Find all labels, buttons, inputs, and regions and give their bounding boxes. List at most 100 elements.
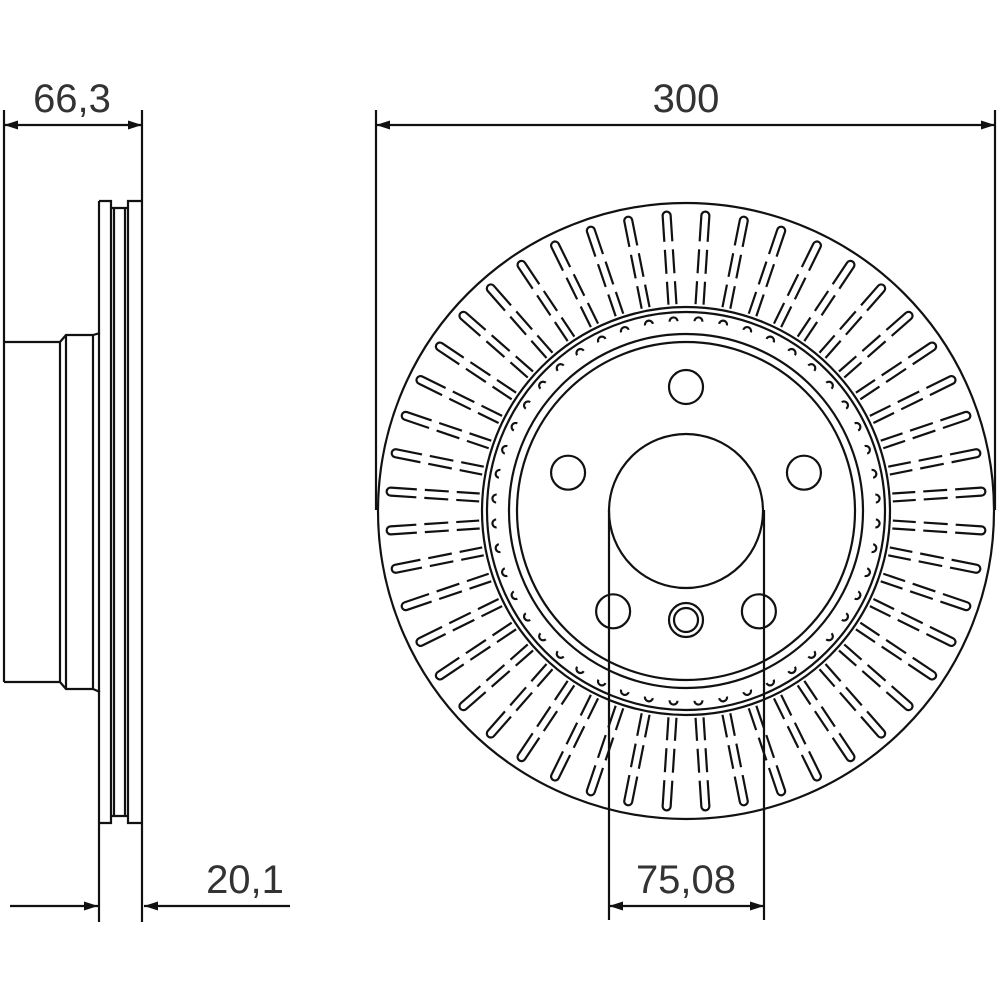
rim-notch — [494, 543, 501, 554]
bolt-hole — [740, 593, 777, 630]
front-view — [376, 201, 996, 821]
vent-slot — [888, 448, 982, 476]
rim-notch — [596, 679, 607, 687]
vent-slot — [818, 663, 887, 739]
disc-outer-edge — [376, 201, 996, 821]
rim-notch — [538, 380, 547, 390]
rim-notch — [501, 567, 508, 578]
hub-hat-profile — [4, 331, 101, 694]
hub-outer-ring — [507, 332, 865, 690]
rim-notch — [864, 567, 871, 578]
vent-slot — [869, 597, 957, 647]
vent-slot — [585, 705, 625, 797]
vent-slot — [385, 519, 480, 536]
vent-slot — [400, 410, 492, 450]
dim-label-bore: 75,08 — [636, 858, 736, 902]
vent-slot — [485, 663, 554, 739]
vent-slot — [415, 375, 503, 425]
rim-notch — [841, 612, 849, 622]
vent-slot — [888, 546, 982, 574]
rim-notch — [643, 696, 654, 703]
rim-notch — [523, 400, 531, 410]
vent-slot — [661, 210, 678, 305]
rim-notch — [787, 666, 797, 674]
rim-notch — [510, 421, 518, 432]
rim-notch — [787, 347, 797, 356]
rim-notch — [742, 689, 753, 696]
vent-slot — [434, 341, 517, 401]
rim-notch — [555, 363, 565, 372]
rim-notch — [807, 363, 817, 372]
rim-notch — [619, 689, 630, 696]
dim-label-thickness: 20,1 — [206, 858, 284, 902]
rim-notches — [491, 316, 881, 706]
vent-slot — [721, 215, 749, 309]
rim-notch — [491, 518, 497, 529]
bolt-hole — [667, 368, 705, 406]
rim-notch — [523, 612, 531, 622]
locating-hole-inner — [672, 606, 700, 634]
vent-slot — [434, 621, 517, 681]
vent-slot — [550, 240, 600, 328]
rim-notch — [807, 650, 817, 659]
rim-notch — [765, 679, 776, 687]
bolt-hole — [785, 454, 823, 491]
vent-slot — [818, 283, 887, 359]
vent-slot — [385, 486, 480, 503]
rim-notch — [538, 632, 547, 642]
rim-notch — [693, 700, 704, 706]
vent-slot — [550, 694, 600, 782]
locating-hole-outer — [667, 601, 705, 639]
rim-notch — [619, 326, 630, 333]
rim-notch — [871, 543, 878, 554]
vent-slot — [623, 215, 651, 309]
vent-slot — [390, 546, 484, 574]
bolt-hole — [549, 454, 587, 491]
hub-inner-ring — [515, 340, 857, 682]
rim-notch — [643, 319, 654, 326]
dim-label-hub-height: 66,3 — [33, 77, 111, 121]
vent-slot — [747, 705, 787, 797]
friction-ring-inner-edge — [480, 305, 892, 717]
vent-slot — [516, 259, 576, 342]
vent-slot — [892, 519, 987, 536]
center-bore — [607, 432, 765, 590]
vent-slot — [623, 713, 651, 807]
vent-slot — [855, 621, 938, 681]
rim-notch — [555, 650, 565, 659]
rim-notch — [875, 493, 881, 504]
rim-notch — [854, 421, 862, 432]
rim-notch — [841, 400, 849, 410]
rim-notch — [875, 518, 881, 529]
rim-notch — [864, 444, 871, 455]
vent-slot — [892, 486, 987, 503]
vent-slot — [838, 310, 914, 379]
vent-slot — [838, 643, 914, 712]
vent-slot — [415, 597, 503, 647]
vent-slot — [772, 694, 822, 782]
vent-slot — [694, 717, 711, 812]
rim-notch — [718, 319, 729, 326]
rim-notch — [501, 444, 508, 455]
rim-notch — [575, 666, 585, 674]
bolt-hole — [595, 593, 632, 630]
side-view — [2, 110, 144, 922]
vent-slot — [796, 259, 856, 342]
vent-slot — [516, 680, 576, 763]
rim-notch — [765, 335, 776, 343]
rim-notch — [693, 316, 704, 322]
vent-slot — [747, 225, 787, 317]
rim-notch — [668, 316, 679, 322]
vent-slot — [721, 713, 749, 807]
dim-label-diameter: 300 — [653, 77, 720, 121]
rim-notch — [596, 335, 607, 343]
vent-slot — [694, 210, 711, 305]
vent-slot — [585, 225, 625, 317]
rim-notch — [494, 468, 501, 479]
vent-slot — [772, 240, 822, 328]
vent-slot — [796, 680, 856, 763]
disc-plates-profile — [99, 199, 142, 825]
vent-slot — [855, 341, 938, 401]
vent-slot — [485, 283, 554, 359]
